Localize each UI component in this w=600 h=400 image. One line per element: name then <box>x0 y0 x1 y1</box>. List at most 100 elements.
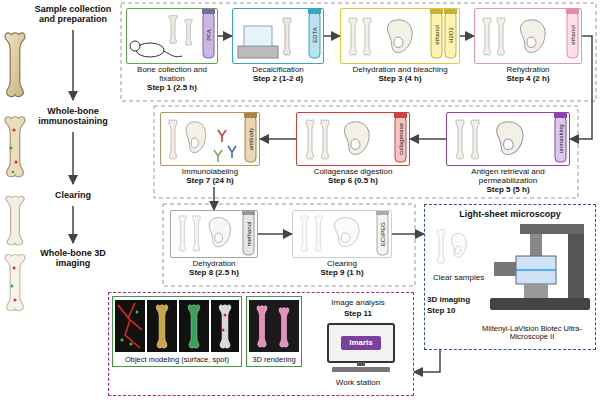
step-illustration <box>301 216 308 252</box>
stage-bone <box>6 196 24 245</box>
clear-sample <box>452 233 467 257</box>
clear-sample <box>437 230 466 264</box>
step-frame <box>292 210 392 258</box>
step-box: RehydrationStep 4 (2 h) <box>474 8 582 84</box>
stage-bone <box>14 299 17 302</box>
reagent-tube <box>395 116 406 162</box>
panel-text: Step 11 <box>305 310 411 319</box>
step-box: DehydrationStep 8 (2.5 h) <box>170 210 258 278</box>
reagent-tube <box>243 213 254 255</box>
workstation <box>332 367 390 372</box>
reagent-tube <box>309 12 320 58</box>
reagent-tube <box>566 9 579 14</box>
workstation <box>341 336 381 350</box>
step-frame <box>126 8 218 64</box>
workstation <box>357 362 365 366</box>
image-panel <box>222 329 225 332</box>
step-illustration <box>363 18 371 55</box>
step-name: Dehydration <box>170 260 258 269</box>
step-illustration <box>218 130 226 142</box>
reagent-tube <box>567 12 578 58</box>
step-frame <box>340 8 460 64</box>
reagent-tube <box>554 113 567 118</box>
step-frame <box>474 8 582 64</box>
tube-label: unmasking <box>558 124 564 153</box>
step-box: Bone collection and fixationStep 1 (2.5 … <box>126 8 218 93</box>
image-box: 3D rendering <box>246 296 302 367</box>
flow-arrow <box>72 30 74 243</box>
microscope <box>490 298 590 310</box>
image-panel <box>249 300 299 352</box>
microscope <box>490 224 590 310</box>
stage-bone <box>5 255 25 311</box>
panel-box: Light-sheet microscopyClear samples3D im… <box>424 204 596 350</box>
step-name: Collagenase digestion <box>296 168 410 177</box>
step-frame <box>160 112 260 166</box>
tube-label: H2O2 <box>448 27 454 43</box>
flow-arrow <box>72 30 74 100</box>
reagent-tube <box>430 9 443 14</box>
step-illustration <box>185 19 192 45</box>
image-panel <box>224 314 227 317</box>
step-illustration <box>349 18 357 55</box>
reagent-tube <box>377 213 388 255</box>
step-illustration <box>497 122 523 155</box>
step-box: ImmunolabelingStep 7 (24 h) <box>160 112 260 186</box>
step-frame <box>446 112 570 166</box>
step-illustration <box>244 26 272 46</box>
step-illustration <box>306 120 314 159</box>
image-panel <box>219 305 231 348</box>
tube-label: collagenase <box>398 123 404 155</box>
step-illustration <box>209 218 230 247</box>
step-illustration <box>193 216 200 252</box>
step-illustration <box>283 18 291 55</box>
step-number: Step 3 (4 h) <box>340 75 460 84</box>
image-caption: 3D rendering <box>249 356 299 364</box>
tube-label: ethanol <box>434 25 440 45</box>
panel-text: Clear samples <box>433 274 495 283</box>
step-box: Antigen retrieval and permeabilizationSt… <box>446 112 570 195</box>
tube-label: ECi/PEG <box>380 222 386 246</box>
stage-bone <box>5 33 25 311</box>
step-number: Step 8 (2.5 h) <box>170 269 258 278</box>
step-illustration <box>521 20 546 53</box>
step-number: Step 1 (2.5 h) <box>126 84 218 93</box>
reagent-tube <box>203 12 214 58</box>
step-name: Bone collection and fixation <box>126 66 218 84</box>
image-panel <box>147 300 177 352</box>
microscope <box>530 234 542 256</box>
workstation <box>328 324 394 362</box>
microscope <box>494 262 516 276</box>
step-name: Immunolabeling <box>160 168 260 177</box>
step-illustration <box>238 46 278 58</box>
panel-text: Step 10 <box>427 307 481 316</box>
reagent-tube <box>245 116 256 162</box>
flow-connector <box>324 35 340 37</box>
clear-sample <box>437 230 445 264</box>
step-illustration <box>388 20 413 53</box>
step-number: Step 5 (5 h) <box>446 186 570 195</box>
flow-connector <box>258 233 292 235</box>
tube-label: ethanol <box>570 25 576 45</box>
step-box: Collagenase digestionStep 6 (0.5 h) <box>296 112 410 186</box>
step-name: Decalcification <box>232 66 324 75</box>
flow-connector <box>392 233 424 235</box>
group-frame <box>163 204 415 286</box>
stage-label: Clearing <box>26 190 120 200</box>
image-panel <box>156 305 168 348</box>
microscope <box>520 224 584 234</box>
step-illustration <box>214 150 222 162</box>
step-illustration <box>130 41 140 51</box>
step-illustration <box>471 120 479 159</box>
step-illustration <box>345 122 370 155</box>
reagent-tube <box>445 12 456 58</box>
step-name: Dehydration and bleaching <box>340 66 460 75</box>
stage-bone <box>5 33 25 97</box>
flow-connector <box>213 187 215 210</box>
flow-connector <box>260 138 296 140</box>
group-frame <box>154 106 578 198</box>
step-frame <box>170 210 258 258</box>
step-illustration <box>335 218 360 247</box>
image-panel <box>115 300 145 352</box>
step-box: ClearingStep 9 (1 h) <box>292 210 392 278</box>
